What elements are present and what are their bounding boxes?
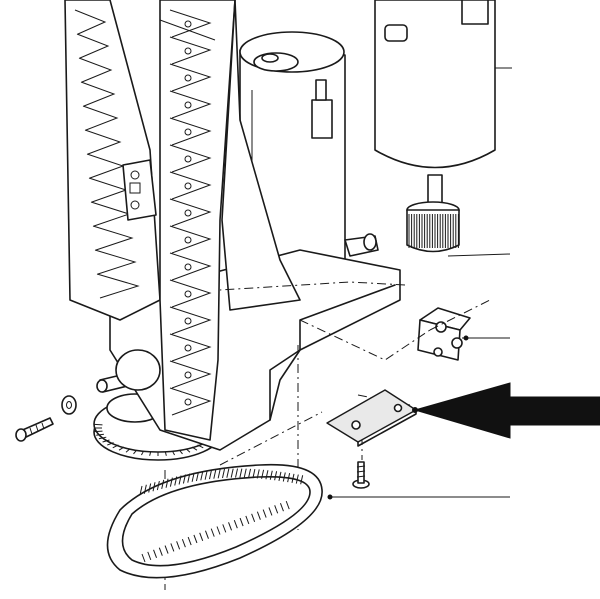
small-screw xyxy=(352,461,370,489)
micro-switch xyxy=(417,307,510,361)
callout-arrow xyxy=(413,382,600,439)
shaft xyxy=(96,349,161,393)
washer xyxy=(61,395,77,415)
upper-motor-cylinder xyxy=(374,0,512,206)
toothed-belt xyxy=(106,463,510,579)
frame-tower xyxy=(64,0,301,441)
screw xyxy=(15,417,54,442)
mounting-plate xyxy=(326,389,418,447)
toothed-pulley xyxy=(406,201,511,257)
